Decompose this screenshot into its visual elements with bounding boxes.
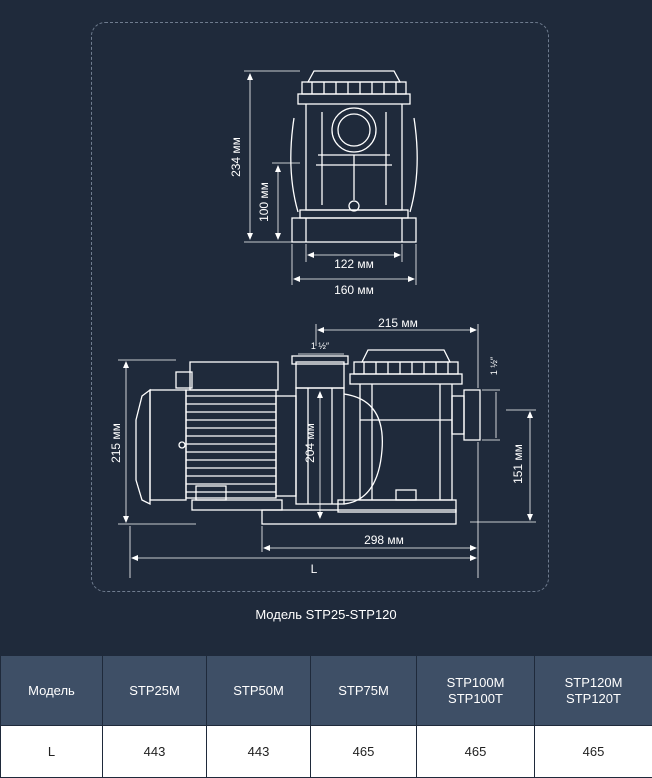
table-cell: 465 bbox=[535, 726, 652, 778]
dim-width-base-inner: 122 мм bbox=[334, 257, 374, 271]
header-cell-model: Модель bbox=[1, 656, 103, 726]
dim-bolt-spacing: 298 мм bbox=[364, 533, 404, 547]
header-cell-stp100: STP100M STP100T bbox=[417, 656, 535, 726]
dim-height-total: 234 мм bbox=[229, 137, 243, 177]
spec-table: Модель STP25M STP50M STP75M STP100M STP1… bbox=[0, 655, 652, 778]
dim-height-outlet: 151 мм bbox=[511, 444, 525, 484]
header-cell-stp120: STP120M STP120T bbox=[535, 656, 652, 726]
dim-top-length: 215 мм bbox=[378, 316, 418, 330]
dim-port-top: 1 ½″ bbox=[311, 341, 330, 351]
header-cell-stp25m: STP25M bbox=[103, 656, 207, 726]
dim-overall-length: L bbox=[311, 562, 318, 576]
header-cell-stp75m: STP75M bbox=[311, 656, 417, 726]
table-cell: 465 bbox=[311, 726, 417, 778]
dim-height-motor: 215 мм bbox=[109, 423, 123, 463]
table-header-row: Модель STP25M STP50M STP75M STP100M STP1… bbox=[1, 656, 652, 726]
table-cell: 443 bbox=[103, 726, 207, 778]
header-cell-stp50m: STP50M bbox=[207, 656, 311, 726]
side-view bbox=[118, 324, 536, 578]
table-cell: 443 bbox=[207, 726, 311, 778]
pump-technical-drawing: 234 мм 100 мм 122 мм 160 мм bbox=[0, 0, 652, 600]
table-cell: 465 bbox=[417, 726, 535, 778]
dim-width-base-outer: 160 мм bbox=[334, 283, 374, 297]
table-row: L 443 443 465 465 465 bbox=[1, 726, 652, 778]
front-view bbox=[244, 71, 417, 285]
row-label-cell: L bbox=[1, 726, 103, 778]
figure-caption: Модель STP25-STP120 bbox=[0, 607, 652, 622]
dim-height-axis: 100 мм bbox=[257, 182, 271, 222]
dim-port-side: 1 ½″ bbox=[489, 356, 499, 375]
dim-height-pump: 204 мм bbox=[303, 423, 317, 463]
